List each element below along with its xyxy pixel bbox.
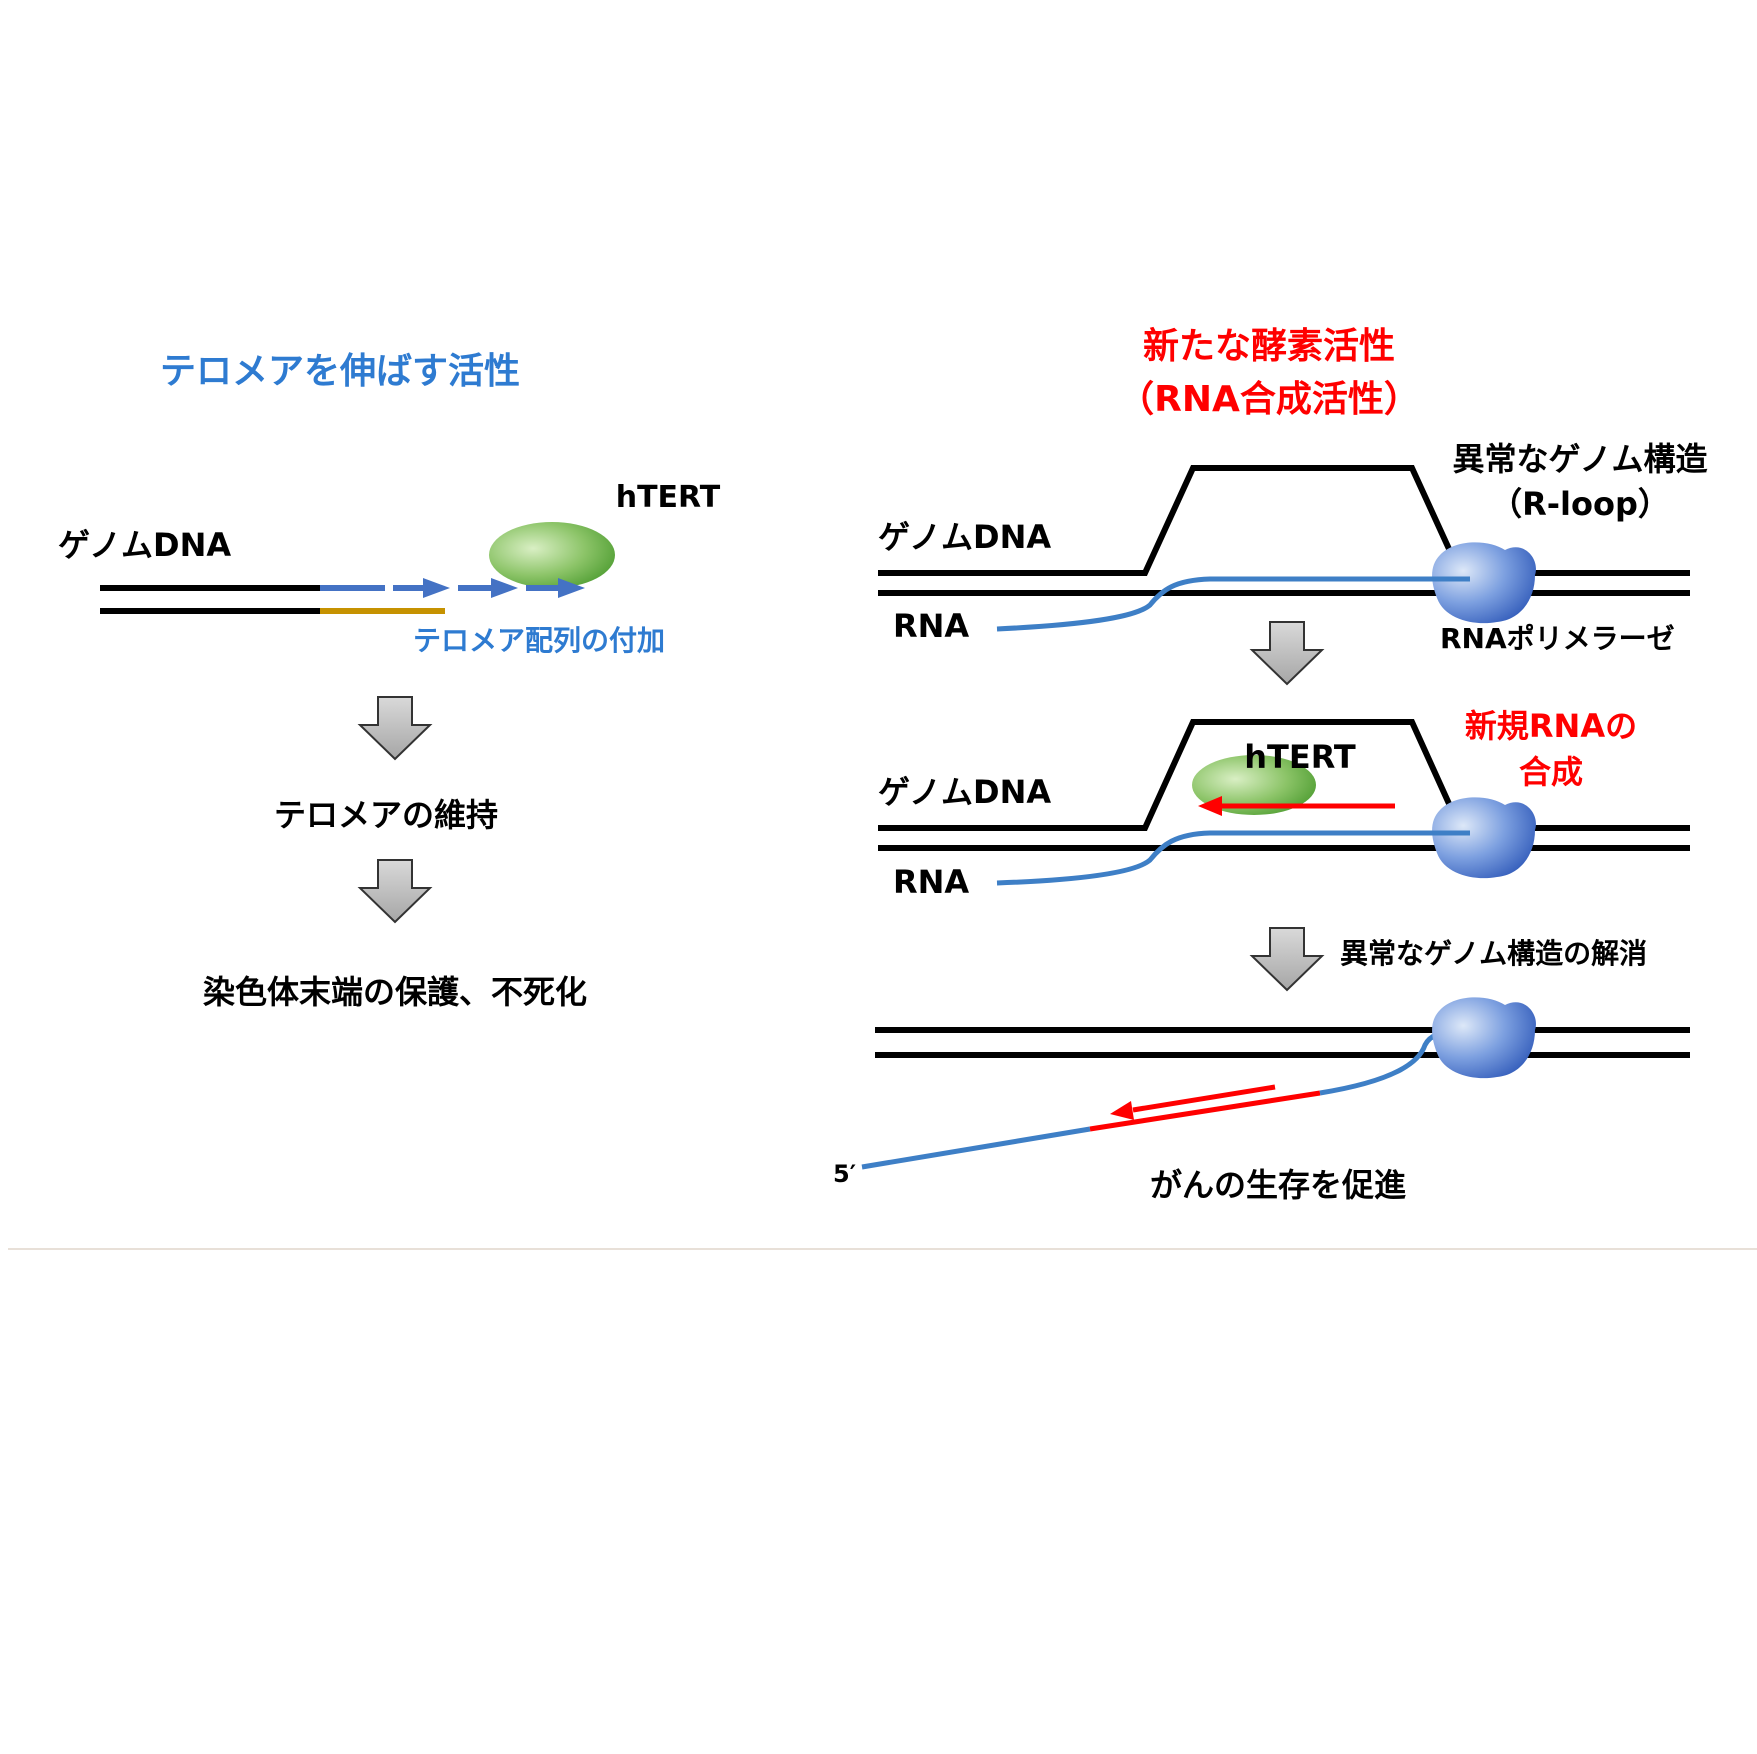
left-htert-ellipse — [489, 522, 615, 588]
r-loop-label: （R-loop） — [1490, 485, 1670, 523]
rna-label-1: RNA — [893, 607, 969, 645]
rna-polymerase-3 — [1432, 997, 1536, 1079]
new-rna-label-line2: 合成 — [1519, 753, 1583, 791]
survival-label: がんの生存を促進 — [1150, 1166, 1406, 1204]
new-rna-arrow-3 — [1132, 1084, 1276, 1113]
left-result-label: 染色体末端の保護、不死化 — [203, 973, 587, 1011]
left-title: テロメアを伸ばす活性 — [160, 351, 520, 392]
left-telomere-add-label: テロメア配列の付加 — [413, 624, 665, 657]
rna-label-2: RNA — [893, 863, 969, 901]
left-down-arrow-1 — [357, 696, 433, 761]
right-title-line1: 新たな酵素活性 — [1143, 326, 1395, 367]
rna-new-red-segment — [1089, 1090, 1321, 1132]
left-maintain-label: テロメアの維持 — [274, 796, 498, 834]
rna-polymerase-1 — [1432, 542, 1536, 624]
rna-strand-1 — [996, 576, 1470, 632]
left-htert-label: hTERT — [616, 480, 721, 515]
left-down-arrow-2 — [357, 859, 433, 924]
rna-polymerase-2 — [1432, 797, 1536, 879]
rna-polymerase-label: RNAポリメラーゼ — [1440, 622, 1675, 655]
right-htert-label: hTERT — [1244, 738, 1356, 776]
right-title-line2: （RNA合成活性） — [1118, 379, 1420, 420]
abnormal-structure-label: 異常なゲノム構造 — [1452, 440, 1707, 478]
right-down-arrow-2 — [1249, 927, 1325, 992]
right-htert-ellipse — [1192, 755, 1316, 815]
right-down-arrow-1 — [1249, 621, 1325, 686]
rna-old-segment — [861, 1126, 1091, 1170]
right-genome-label-1: ゲノムDNA — [878, 518, 1051, 556]
five-prime-label: 5′ — [833, 1160, 856, 1188]
left-genome-label: ゲノムDNA — [58, 526, 231, 564]
rna-strand-2 — [996, 830, 1470, 886]
new-rna-label-line1: 新規RNAの — [1465, 707, 1637, 745]
left-telomere-arrows — [320, 578, 585, 598]
right-genome-label-2: ゲノムDNA — [878, 773, 1051, 811]
resolve-label: 異常なゲノム構造の解消 — [1340, 937, 1647, 970]
